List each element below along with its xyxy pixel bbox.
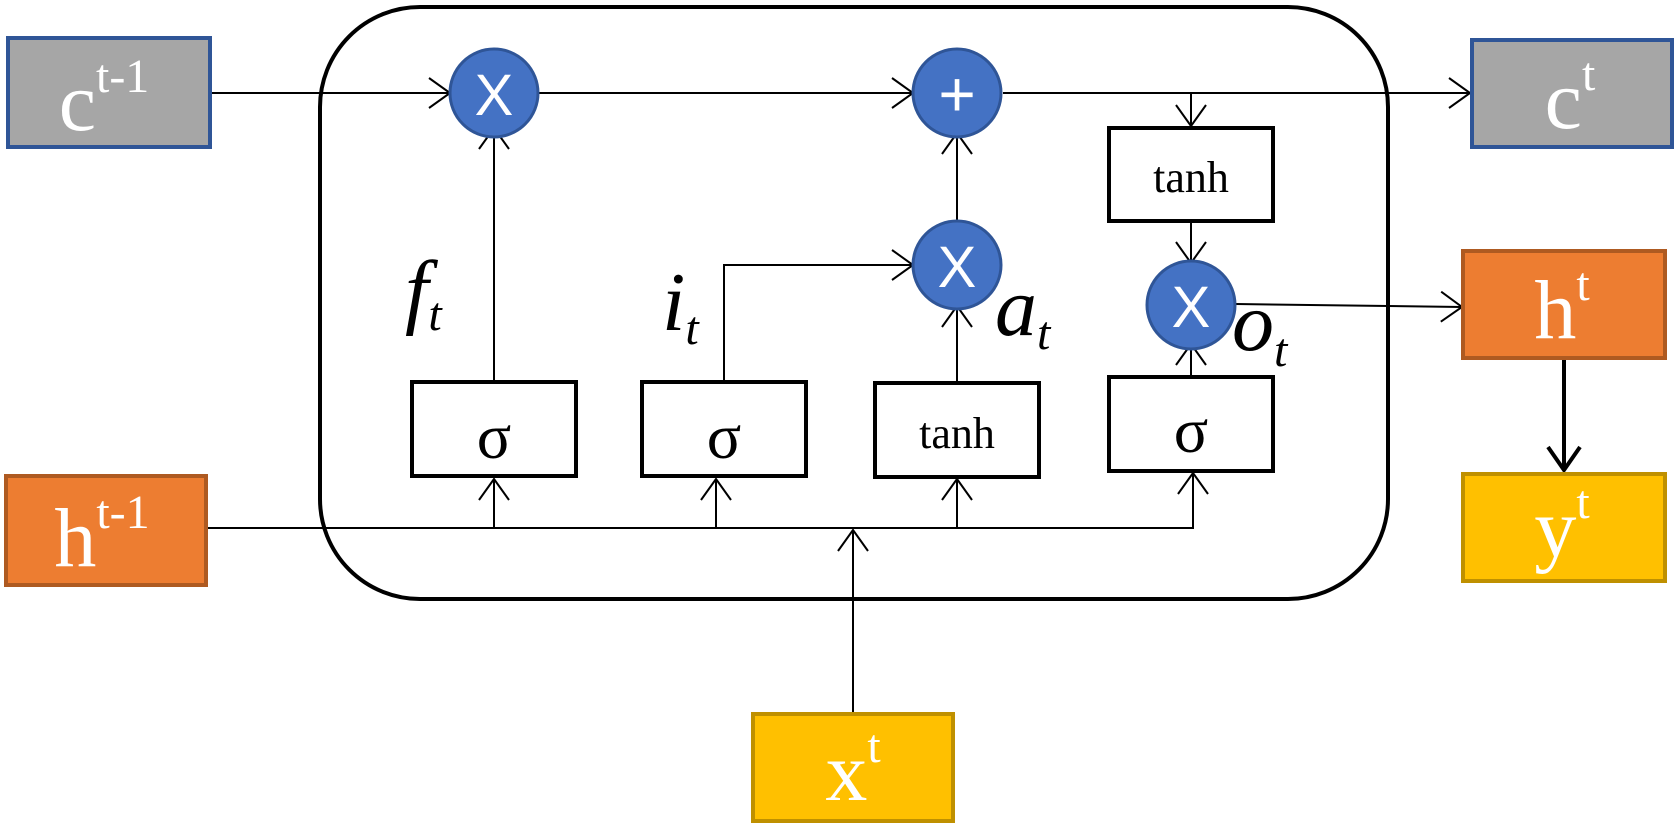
output-activation-label: ot (1232, 276, 1289, 377)
candidate-gate: tanh (873, 381, 1041, 479)
output-h-t-label: ht (1534, 258, 1590, 357)
forget-gate-label: σ (477, 401, 512, 472)
input-c-prev-base: c (59, 56, 96, 149)
wire-output-mult-to-ht (1235, 290, 1464, 323)
output-y-t-base: y (1534, 482, 1576, 575)
forget-gate: σ (410, 380, 578, 478)
output-gate: σ (1107, 375, 1275, 473)
output-h-t: ht (1461, 249, 1667, 360)
input-c-prev: ct-1 (6, 36, 212, 149)
input-gate-label: σ (707, 401, 742, 472)
forget-multiply-symbol: X (475, 63, 514, 128)
forget-activation-label: ft (405, 244, 443, 341)
input-c-prev-sup: t-1 (96, 50, 149, 103)
input-h-prev-base: h (54, 492, 96, 585)
output-activation-sub: t (1274, 324, 1289, 377)
input-multiply-symbol: X (938, 235, 977, 300)
cell-tanh-label: tanh (1153, 153, 1229, 202)
cell-add-node: + (911, 47, 1003, 139)
input-activation-label: it (662, 256, 700, 355)
output-activation-base: o (1232, 276, 1274, 369)
candidate-gate-label: tanh (919, 409, 995, 458)
output-c-t-base: c (1545, 54, 1582, 147)
output-h-t-base: h (1534, 264, 1576, 357)
input-activation-sub: t (685, 302, 700, 355)
output-c-t-sup: t (1582, 48, 1596, 101)
wire-input-gate (723, 249, 915, 382)
candidate-activation-sub: t (1037, 307, 1052, 360)
output-multiply-node: X (1145, 259, 1237, 351)
output-y-t-sup: t (1576, 476, 1590, 529)
output-multiply-symbol: X (1172, 275, 1211, 340)
connections (206, 77, 1564, 712)
input-multiply-node: X (911, 219, 1003, 311)
input-x-t-label: xt (825, 720, 881, 819)
input-gate: σ (640, 380, 808, 478)
input-h-prev-sup: t-1 (96, 486, 149, 539)
output-y-t-label: yt (1534, 476, 1590, 575)
output-y-t: yt (1461, 472, 1667, 583)
input-h-prev-label: ht-1 (54, 486, 149, 585)
candidate-activation-base: a (995, 261, 1037, 354)
output-c-t-label: ct (1545, 48, 1596, 147)
forget-activation-sub: t (428, 288, 443, 341)
output-gate-label: σ (1174, 395, 1209, 466)
output-c-t: ct (1470, 38, 1674, 149)
cell-add-symbol: + (938, 58, 975, 130)
output-h-t-sup: t (1576, 258, 1590, 311)
input-x-t-sup: t (867, 720, 881, 773)
candidate-activation-label: at (995, 261, 1052, 360)
cell-tanh: tanh (1107, 126, 1275, 223)
input-c-prev-label: ct-1 (59, 50, 150, 149)
input-x-t-base: x (825, 726, 867, 819)
input-activation-base: i (662, 256, 685, 349)
input-x-t: xt (751, 712, 955, 823)
input-h-prev: ht-1 (4, 474, 208, 587)
forget-multiply-node: X (448, 47, 540, 139)
